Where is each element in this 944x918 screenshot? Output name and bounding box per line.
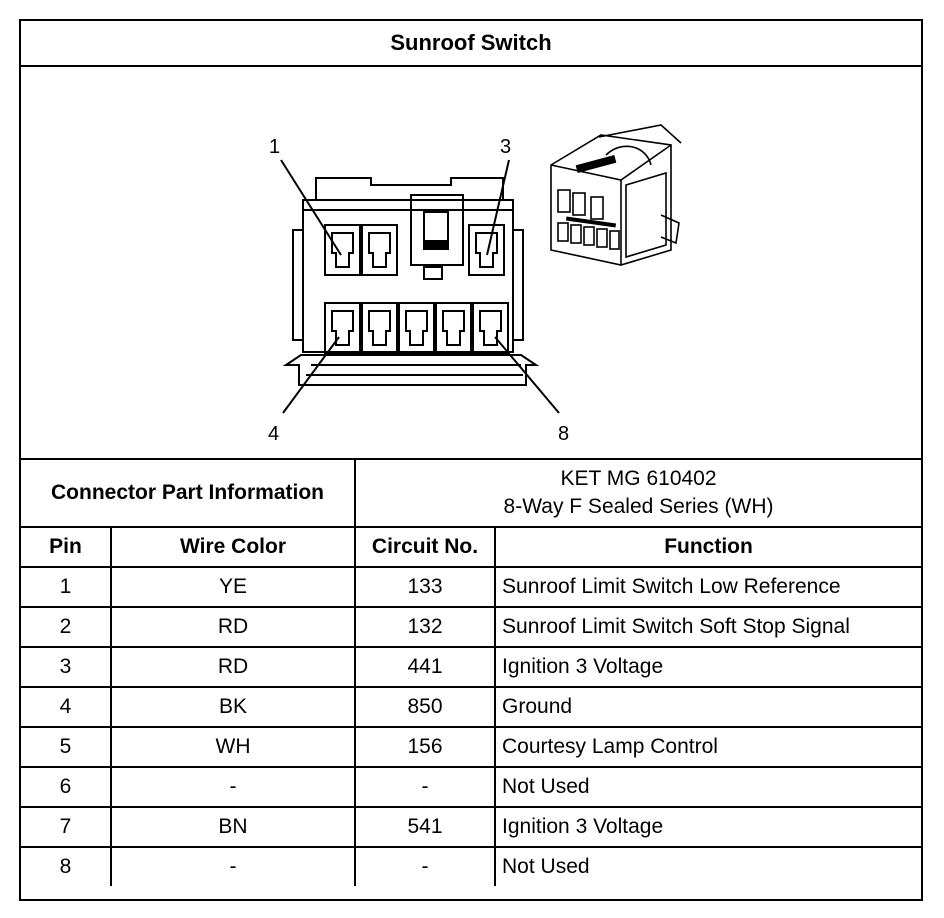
connector-series: 8-Way F Sealed Series (WH) xyxy=(503,495,774,518)
connector-part-number: KET MG 610402 xyxy=(560,467,717,490)
table-row: 8 - - Not Used xyxy=(21,846,922,886)
connector-iso-view xyxy=(550,124,682,266)
wire-color-cell: BN xyxy=(109,806,357,848)
table-row: 2 RD 132 Sunroof Limit Switch Soft Stop … xyxy=(21,606,922,648)
table-row: 7 BN 541 Ignition 3 Voltage xyxy=(21,806,922,848)
table-row: 3 RD 441 Ignition 3 Voltage xyxy=(21,646,922,688)
circuit-cell: - xyxy=(354,846,497,886)
function-cell: Not Used xyxy=(494,846,922,886)
table-row: 5 WH 156 Courtesy Lamp Control xyxy=(21,726,922,768)
pin-cell: 2 xyxy=(21,606,112,648)
pin-cell: 6 xyxy=(21,766,112,808)
wire-color-cell: - xyxy=(109,846,357,886)
table-row: 1 YE 133 Sunroof Limit Switch Low Refere… xyxy=(21,566,922,608)
column-header-wire-color: Wire Color xyxy=(109,526,357,568)
callout-pin-8: 8 xyxy=(558,423,569,445)
pin-cell: 5 xyxy=(21,726,112,768)
callout-pin-3: 3 xyxy=(500,136,511,158)
table-row: 4 BK 850 Ground xyxy=(21,686,922,728)
function-cell: Not Used xyxy=(494,766,922,808)
connector-face-diagram: 1 3 4 8 xyxy=(268,124,682,445)
function-cell: Ground xyxy=(494,686,922,728)
connector-part-info-value: KET MG 610402 8-Way F Sealed Series (WH) xyxy=(354,458,922,528)
connector-figure: 1 3 4 8 xyxy=(21,65,921,458)
circuit-cell: 850 xyxy=(354,686,497,728)
callout-pin-1: 1 xyxy=(269,136,280,158)
function-cell: Sunroof Limit Switch Soft Stop Signal xyxy=(494,606,922,648)
column-header-pin: Pin xyxy=(21,526,112,568)
circuit-cell: - xyxy=(354,766,497,808)
wire-color-cell: RD xyxy=(109,606,357,648)
pin-cell: 8 xyxy=(21,846,112,886)
table-row: 6 - - Not Used xyxy=(21,766,922,808)
connector-sheet: Sunroof Switch xyxy=(19,19,923,901)
function-cell: Sunroof Limit Switch Low Reference xyxy=(494,566,922,608)
callout-pin-4: 4 xyxy=(268,423,279,445)
circuit-cell: 541 xyxy=(354,806,497,848)
wire-color-cell: YE xyxy=(109,566,357,608)
wire-color-cell: RD xyxy=(109,646,357,688)
circuit-cell: 441 xyxy=(354,646,497,688)
column-header-circuit: Circuit No. xyxy=(354,526,497,568)
function-cell: Courtesy Lamp Control xyxy=(494,726,922,768)
pin-cell: 1 xyxy=(21,566,112,608)
circuit-cell: 156 xyxy=(354,726,497,768)
circuit-cell: 133 xyxy=(354,566,497,608)
function-cell: Ignition 3 Voltage xyxy=(494,806,922,848)
wire-color-cell: BK xyxy=(109,686,357,728)
connector-part-info-label: Connector Part Information xyxy=(21,458,357,528)
pin-cell: 3 xyxy=(21,646,112,688)
pin-cell: 4 xyxy=(21,686,112,728)
function-cell: Ignition 3 Voltage xyxy=(494,646,922,688)
connector-pinout-table: Connector Part Information KET MG 610402… xyxy=(21,458,922,886)
sheet-title: Sunroof Switch xyxy=(21,21,921,67)
wire-color-cell: WH xyxy=(109,726,357,768)
pin-cell: 7 xyxy=(21,806,112,848)
column-header-function: Function xyxy=(494,526,922,568)
circuit-cell: 132 xyxy=(354,606,497,648)
wire-color-cell: - xyxy=(109,766,357,808)
